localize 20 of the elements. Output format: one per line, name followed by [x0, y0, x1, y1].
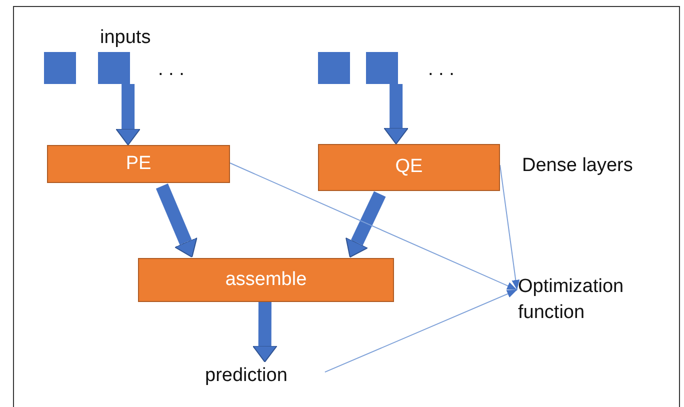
arrow	[384, 84, 409, 144]
layer-box: QE	[318, 144, 500, 191]
layer-box: PE	[47, 145, 230, 183]
text-label: Dense layers	[522, 154, 633, 178]
input-square	[366, 52, 398, 84]
input-square	[318, 52, 350, 84]
node-label: Optimization function	[518, 272, 658, 328]
arrow	[230, 162, 518, 290]
arrow	[116, 84, 141, 146]
input-square	[98, 52, 130, 84]
layer-box: assemble	[138, 258, 394, 302]
text-label: . . .	[428, 58, 454, 82]
input-square	[44, 52, 76, 84]
node-label: prediction	[205, 363, 320, 389]
text-label: inputs	[100, 26, 151, 50]
arrow	[156, 184, 198, 258]
arrow	[345, 191, 386, 258]
arrow	[252, 302, 278, 362]
text-label: . . .	[158, 58, 184, 82]
arrow	[324, 289, 518, 373]
